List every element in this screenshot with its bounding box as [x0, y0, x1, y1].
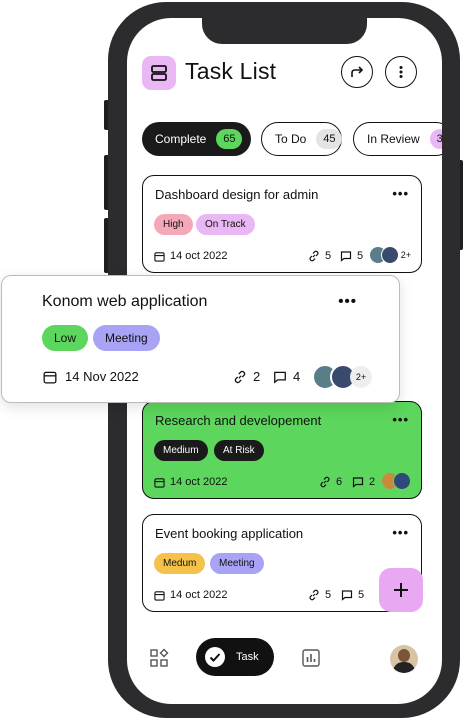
page-title: Task List — [185, 58, 277, 84]
tab-complete[interactable]: Complete 65 — [142, 122, 251, 156]
nav-grid-button[interactable] — [149, 648, 169, 673]
avatar-body — [393, 662, 415, 673]
more-options-button[interactable] — [385, 56, 417, 88]
comment-icon — [341, 590, 353, 601]
task-card[interactable]: Dashboard design for admin ••• High On T… — [142, 175, 422, 273]
status-tag: On Track — [196, 214, 255, 235]
comment-count: 5 — [341, 589, 364, 601]
tab-label: To Do — [275, 132, 307, 146]
phone-side-button — [104, 218, 109, 273]
assignee-avatars — [381, 472, 411, 490]
comment-count: 2 — [352, 476, 375, 488]
phone-side-button — [104, 100, 109, 130]
avatar — [380, 246, 399, 264]
phone-notch — [202, 18, 367, 44]
link-count: 5 — [308, 589, 331, 601]
task-card[interactable]: Event booking application ••• Medum Meet… — [142, 514, 422, 612]
card-menu-icon[interactable]: ••• — [392, 412, 409, 427]
calendar-icon — [43, 371, 57, 383]
more-assignees: 2+ — [400, 250, 411, 260]
status-tag: Meeting — [210, 553, 264, 574]
card-menu-icon[interactable]: ••• — [392, 186, 409, 201]
check-circle-icon — [205, 647, 225, 667]
link-count: 2 — [233, 369, 260, 384]
priority-tag: Low — [42, 325, 89, 351]
tab-count-badge: 65 — [216, 129, 243, 149]
tab-count-badge: 3 — [429, 129, 442, 149]
task-title: Event booking application — [155, 526, 304, 541]
tab-label: Complete — [155, 132, 207, 146]
calendar-icon — [154, 251, 165, 262]
due-date: 14 oct 2022 — [154, 250, 228, 262]
nav-task-button[interactable]: Task — [196, 638, 274, 676]
priority-tag: Medium — [154, 440, 208, 461]
nav-stats-button[interactable] — [301, 648, 321, 673]
calendar-icon — [154, 477, 165, 488]
add-task-button[interactable] — [379, 568, 423, 612]
comment-icon — [352, 477, 364, 488]
assignee-avatars: 2+ — [368, 246, 411, 264]
profile-avatar[interactable] — [390, 645, 418, 673]
more-assignees: 2+ — [350, 366, 372, 388]
tab-in-review[interactable]: In Review 3 — [353, 122, 442, 156]
nav-task-label: Task — [236, 651, 259, 663]
task-title: Dashboard design for admin — [155, 187, 319, 202]
calendar-icon — [154, 590, 165, 601]
grid-icon — [150, 648, 169, 667]
tab-count-badge: 45 — [316, 129, 343, 149]
due-date: 14 Nov 2022 — [43, 369, 139, 384]
avatar-head — [398, 649, 410, 662]
link-icon — [234, 370, 246, 383]
priority-tag: Medum — [154, 553, 206, 574]
comment-count: 4 — [273, 369, 300, 384]
priority-tag: High — [154, 214, 193, 235]
task-card[interactable]: Research and developement ••• Medium At … — [142, 401, 422, 499]
assignee-avatars: 2+ — [312, 364, 372, 390]
share-icon — [351, 66, 364, 77]
link-count: 6 — [319, 476, 342, 488]
avatar — [393, 472, 411, 490]
tab-to-do[interactable]: To Do 45 — [261, 122, 343, 156]
card-menu-icon[interactable]: ••• — [392, 525, 409, 540]
status-tag: At Risk — [214, 440, 264, 461]
status-tag: Meeting — [93, 325, 160, 351]
chart-icon — [302, 649, 320, 667]
comment-icon — [274, 371, 286, 384]
layout-icon — [142, 56, 176, 90]
comment-icon — [340, 251, 352, 262]
link-icon — [309, 589, 319, 601]
phone-side-button — [458, 160, 463, 250]
comment-count: 5 — [340, 250, 363, 262]
due-date: 14 oct 2022 — [154, 476, 228, 488]
task-card-popup[interactable]: Konom web application ••• Low Meeting 14… — [1, 275, 400, 403]
link-count: 5 — [308, 250, 331, 262]
card-menu-icon[interactable]: ••• — [338, 293, 357, 310]
task-title: Konom web application — [42, 293, 208, 310]
tab-label: In Review — [367, 132, 420, 146]
share-button[interactable] — [341, 56, 373, 88]
more-vertical-icon — [399, 66, 403, 78]
link-icon — [309, 250, 319, 262]
task-title: Research and developement — [155, 413, 322, 428]
due-date: 14 oct 2022 — [154, 589, 228, 601]
plus-icon — [394, 583, 408, 597]
bottom-navigation: Task — [127, 628, 442, 704]
app-screen: Task List Complete 65 To Do 45 In Review… — [127, 18, 442, 704]
link-icon — [320, 476, 330, 488]
phone-side-button — [104, 155, 109, 210]
